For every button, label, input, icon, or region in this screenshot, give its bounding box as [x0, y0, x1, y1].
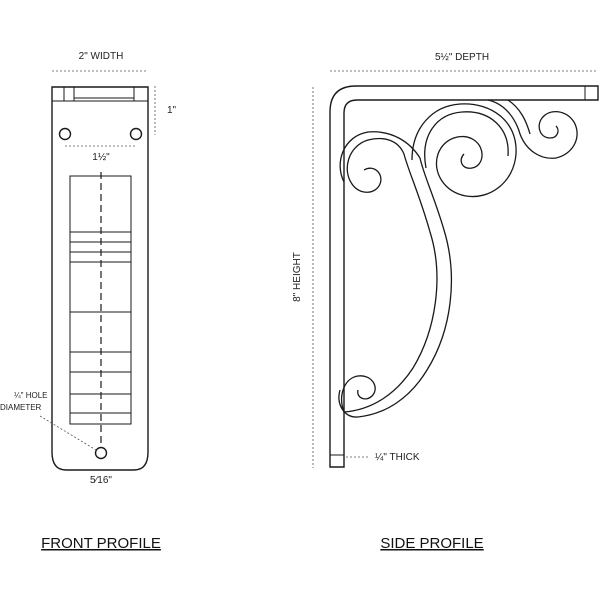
bottom-mounting-hole: [94, 446, 108, 460]
center-scroll: [411, 103, 517, 198]
upper-left-scroll-outer: [339, 131, 421, 183]
top-shelf-strip: [51, 87, 149, 102]
bottom-hole-offset-label: 5⁄16": [90, 475, 112, 486]
front-profile-title: FRONT PROFILE: [41, 535, 161, 552]
width-label: 2" WIDTH: [79, 51, 124, 62]
height-label: 8" HEIGHT: [292, 252, 303, 302]
mounting-hole-right: [129, 127, 143, 141]
hole-diameter-leader: [39, 415, 97, 451]
bracket-l-frame: [329, 85, 599, 468]
lower-scroll: [341, 375, 376, 413]
depth-label: 5½" DEPTH: [435, 52, 489, 63]
side-profile-title: SIDE PROFILE: [380, 535, 483, 552]
front-profile: 2" WIDTH 1" 1½" ¼" HOLE DIA: [0, 51, 177, 552]
main-curve-outer: [343, 153, 438, 413]
front-plate-outline: [51, 86, 149, 471]
top-height-label: 1": [167, 105, 177, 116]
upper-left-scroll: [346, 137, 405, 193]
mounting-hole-left: [58, 127, 72, 141]
upper-right-scroll-tail: [507, 99, 531, 135]
main-curve-inner: [357, 157, 452, 418]
upper-right-scroll: [487, 99, 578, 159]
center-scroll-inner: [424, 111, 509, 169]
hole-diameter-label-line2: DIAMETER: [0, 403, 42, 412]
side-profile: 5½" DEPTH 8" HEIGHT ¼" THICK SIDE PROFIL…: [292, 52, 599, 552]
lower-scroll-tail: [338, 389, 359, 418]
hole-spacing-label: 1½": [92, 152, 110, 163]
thickness-label: ¼" THICK: [375, 451, 420, 463]
hole-diameter-label-line1: ¼" HOLE: [14, 391, 48, 400]
